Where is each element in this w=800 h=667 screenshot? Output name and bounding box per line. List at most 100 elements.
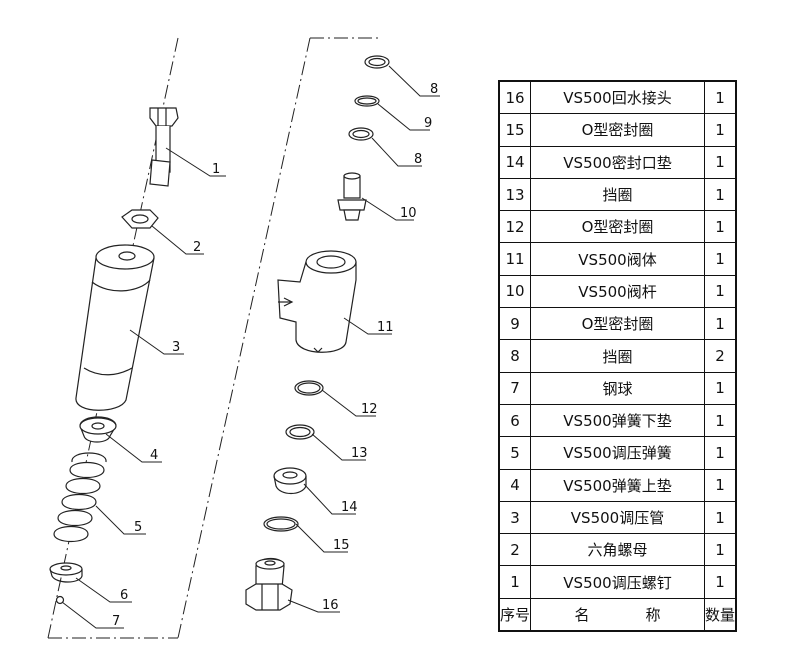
part-no-cell: 5 — [498, 436, 531, 470]
header-no: 序号 — [498, 597, 531, 632]
callout-label: 16 — [322, 598, 339, 613]
part-4-spring-upper-pad — [79, 416, 117, 443]
part-qty-cell: 1 — [704, 274, 737, 309]
part-qty-cell: 1 — [704, 145, 737, 179]
callout-label: 5 — [134, 520, 142, 535]
part-qty-cell: 1 — [704, 533, 737, 567]
part-name-cell: VS500密封口垫 — [530, 145, 705, 179]
part-qty-cell: 1 — [704, 177, 737, 212]
part-qty-cell: 1 — [704, 436, 737, 470]
callout-label: 11 — [377, 320, 394, 335]
part-no-cell: 7 — [498, 371, 531, 405]
part-name-cell: VS500回水接头 — [530, 80, 705, 115]
part-no-cell: 4 — [498, 468, 531, 502]
part-8-retaining-ring-top — [364, 55, 390, 69]
part-no-cell: 12 — [498, 210, 531, 244]
part-name-cell: 钢球 — [530, 371, 705, 405]
table-header-row: 序号 名称 数量 — [498, 597, 737, 632]
callout-label: 9 — [424, 116, 432, 131]
callout-label: 13 — [351, 446, 368, 461]
part-no-cell: 15 — [498, 113, 531, 147]
part-14-sealing-gasket — [273, 467, 307, 495]
part-15-o-ring — [263, 516, 299, 532]
part-name-cell: VS500阀体 — [530, 242, 705, 276]
part-13-retaining-ring — [285, 424, 315, 440]
callout-label: 15 — [333, 538, 350, 553]
part-name-cell: VS500调压管 — [530, 500, 705, 535]
part-no-cell: 1 — [498, 565, 531, 599]
part-3-regulating-tube — [75, 244, 155, 411]
part-qty-cell: 1 — [704, 371, 737, 405]
part-2-hex-nut — [121, 209, 159, 229]
part-9-o-ring-top — [354, 95, 380, 107]
part-7-steel-ball — [55, 595, 65, 605]
part-qty-cell: 1 — [704, 80, 737, 115]
part-name-cell: VS500阀杆 — [530, 274, 705, 309]
part-no-cell: 8 — [498, 339, 531, 373]
callout-label: 7 — [112, 614, 120, 629]
part-qty-cell: 1 — [704, 403, 737, 438]
part-name-cell: VS500弹簧上垫 — [530, 468, 705, 502]
header-name-char-1: 名 — [574, 605, 590, 624]
part-12-o-ring — [294, 380, 324, 396]
part-no-cell: 2 — [498, 533, 531, 567]
leader-lines — [61, 65, 440, 629]
part-11-valve-body — [277, 250, 357, 353]
callout-label: 8 — [414, 152, 422, 167]
part-name-cell: VS500弹簧下垫 — [530, 403, 705, 438]
header-qty: 数量 — [704, 597, 737, 632]
part-name-cell: O型密封圈 — [530, 113, 705, 147]
part-8-retaining-ring-second — [348, 127, 374, 141]
part-no-cell: 14 — [498, 145, 531, 179]
part-qty-cell: 1 — [704, 210, 737, 244]
part-qty-cell: 1 — [704, 468, 737, 502]
header-name-char-2: 称 — [645, 605, 661, 624]
part-name-cell: 六角螺母 — [530, 533, 705, 567]
callout-label: 6 — [120, 588, 128, 603]
callout-labels: 1 2 3 4 5 6 7 8 9 8 10 11 12 13 14 15 16 — [112, 82, 438, 629]
part-no-cell: 16 — [498, 80, 531, 115]
callout-label: 2 — [193, 240, 201, 255]
part-qty-cell: 1 — [704, 242, 737, 276]
part-name-cell: VS500调压弹簧 — [530, 436, 705, 470]
callout-label: 3 — [172, 340, 180, 355]
callout-label: 4 — [150, 448, 158, 463]
part-qty-cell: 1 — [704, 113, 737, 147]
part-qty-cell: 2 — [704, 339, 737, 373]
part-name-cell: O型密封圈 — [530, 307, 705, 341]
part-no-cell: 9 — [498, 307, 531, 341]
part-6-spring-lower-pad — [49, 562, 83, 583]
callout-label: 1 — [212, 162, 220, 177]
part-qty-cell: 1 — [704, 565, 737, 599]
part-10-valve-stem — [337, 172, 367, 221]
part-5-regulating-spring — [53, 452, 107, 543]
part-no-cell: 10 — [498, 274, 531, 309]
part-no-cell: 3 — [498, 500, 531, 535]
callout-label: 8 — [430, 82, 438, 97]
exploded-assembly-drawing: 1 2 3 4 5 6 7 8 9 8 10 11 12 13 14 15 16 — [47, 37, 440, 639]
part-qty-cell: 1 — [704, 307, 737, 341]
callout-label: 14 — [341, 500, 358, 515]
callout-label: 10 — [400, 206, 417, 221]
part-16-return-joint — [245, 557, 293, 611]
part-qty-cell: 1 — [704, 500, 737, 535]
part-1-adjusting-screw — [149, 107, 179, 187]
part-no-cell: 6 — [498, 403, 531, 438]
part-name-cell: 挡圈 — [530, 177, 705, 212]
header-name: 名称 — [530, 597, 705, 632]
